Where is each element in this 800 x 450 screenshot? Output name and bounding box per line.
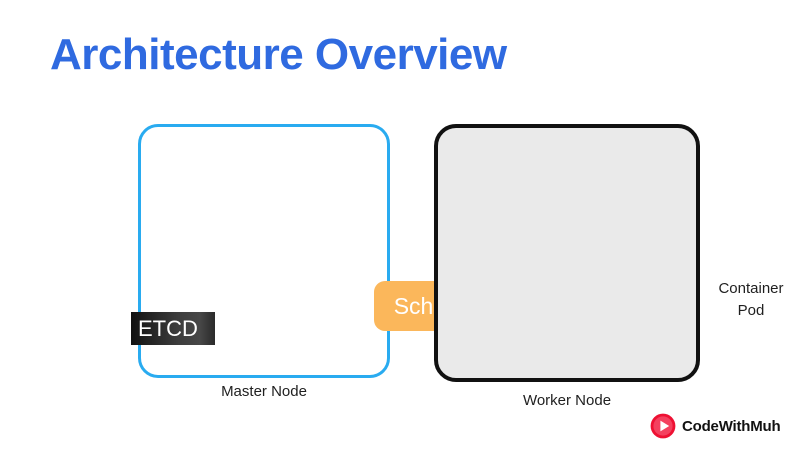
watermark: CodeWithMuh [650,413,781,439]
master-node-label: Master Node [221,383,307,400]
page-title: Architecture Overview [50,30,507,79]
container-pod-line-1: Container [718,280,784,297]
etcd-label: ETCD [138,315,198,341]
container-pod-caption: Container Pod [706,278,796,322]
worker-node-label: Worker Node [522,392,612,409]
watermark-label: CodeWithMuh [682,417,781,435]
play-circle-icon [650,413,676,439]
container-pod-line-2: Pod [737,301,765,319]
worker-node-box[interactable] [434,124,700,382]
etcd-component[interactable]: ETCD [131,312,215,345]
